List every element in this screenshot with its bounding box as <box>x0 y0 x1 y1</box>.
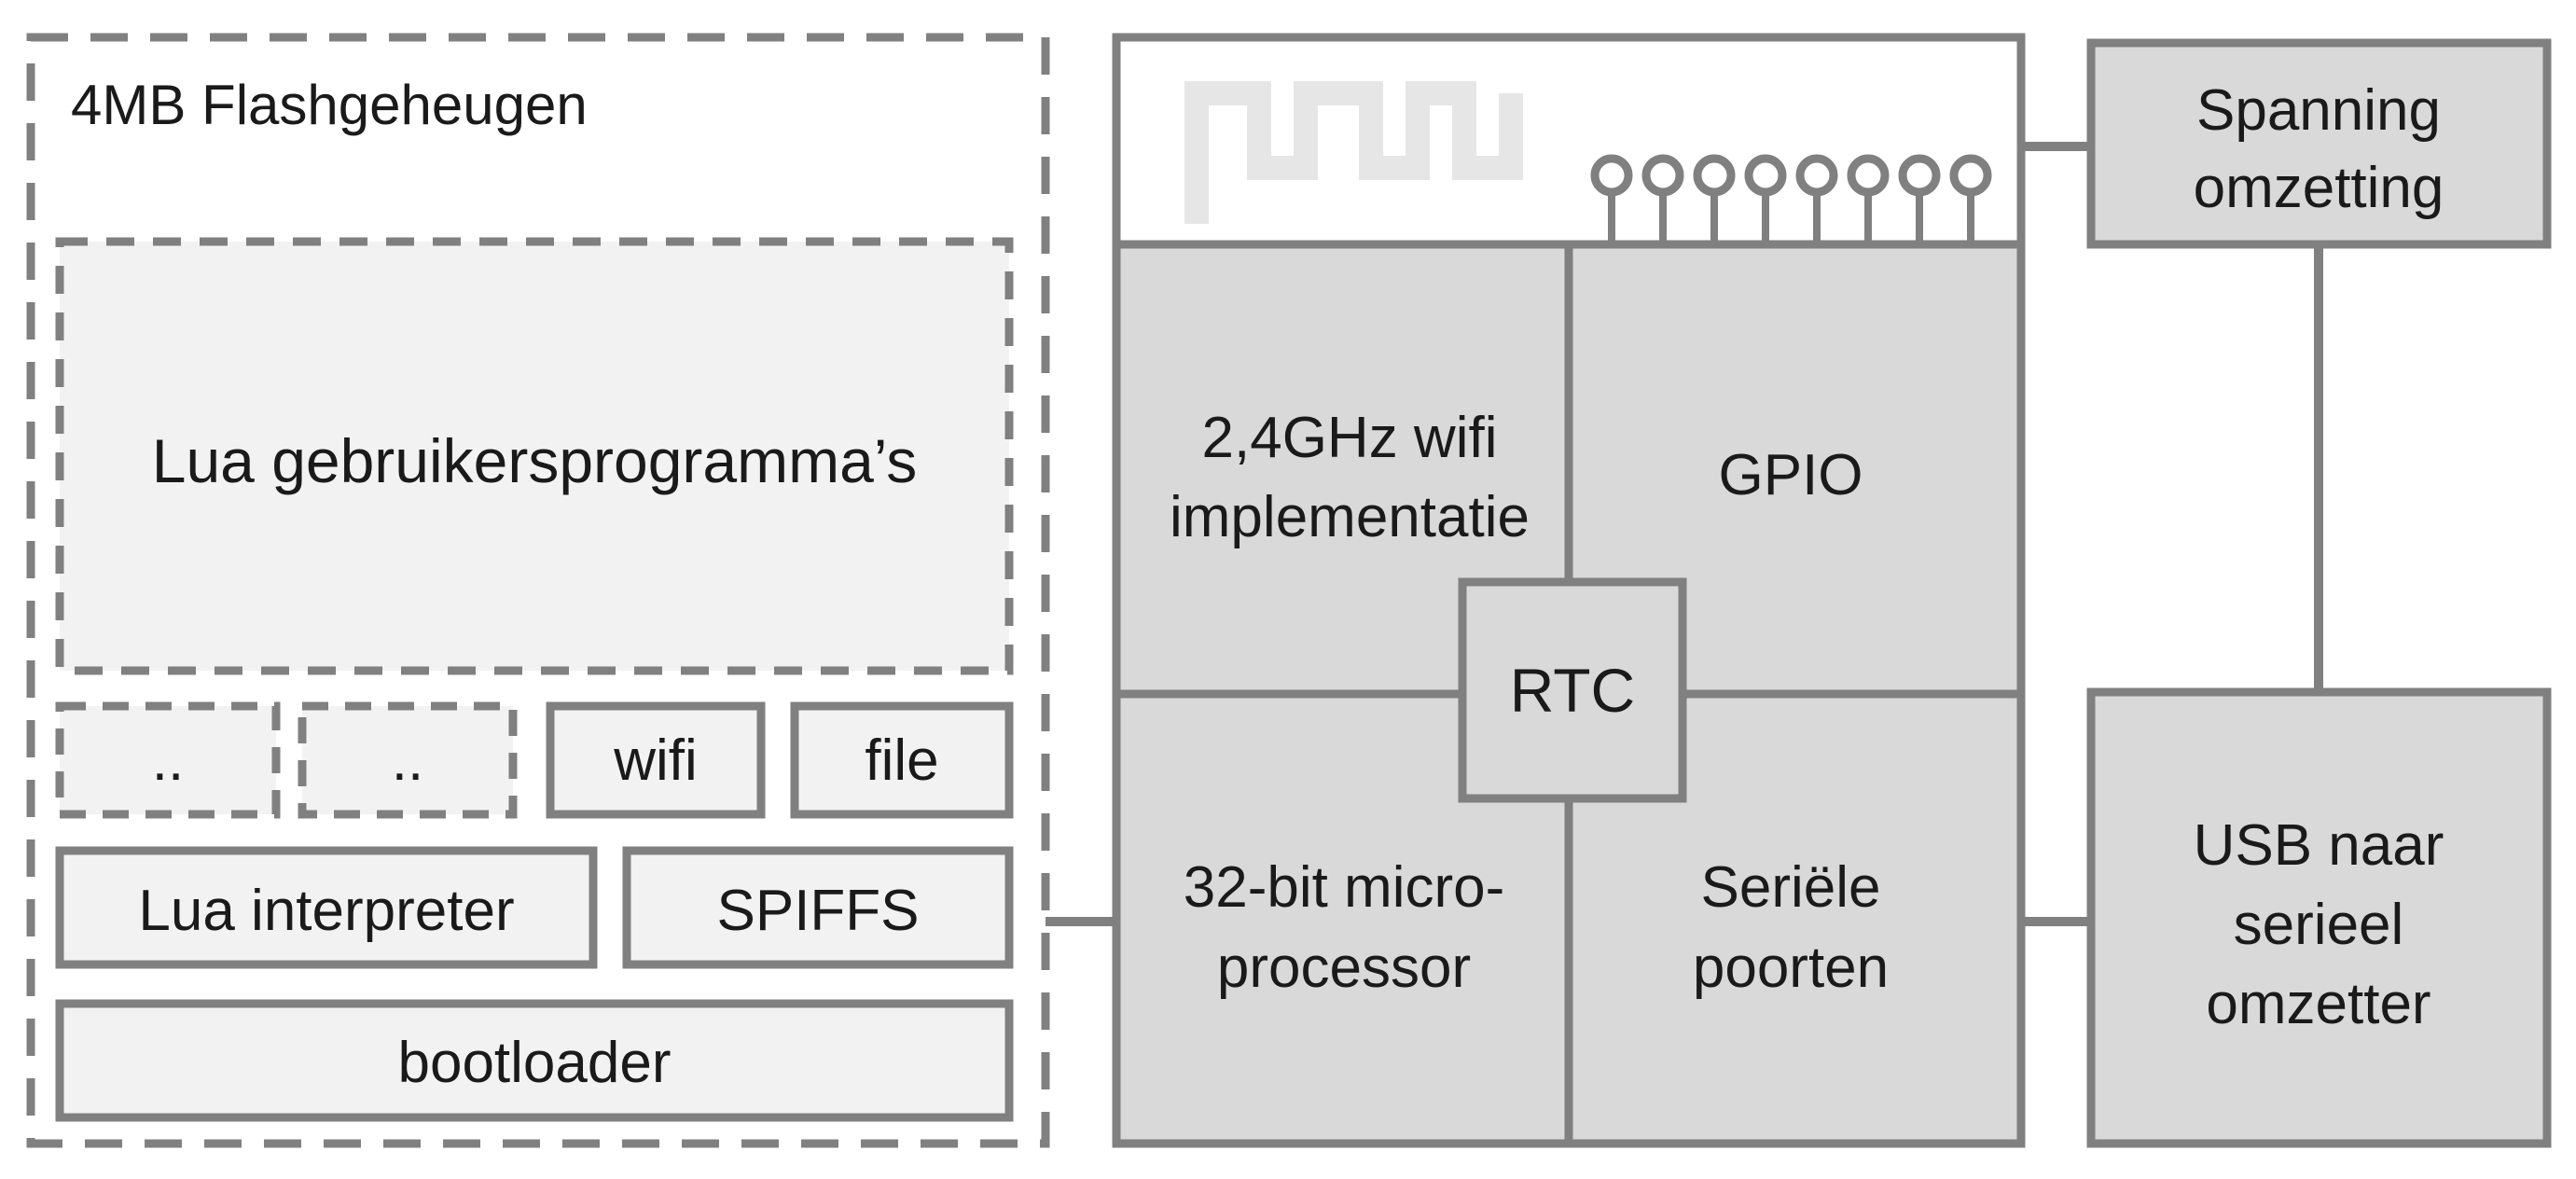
user-programs-label: Lua gebruikersprogramma’s <box>152 426 918 495</box>
spiffs-label: SPIFFS <box>716 879 919 943</box>
usb-serial-label-1: USB naar <box>2194 813 2444 878</box>
wifi-module-label: wifi <box>613 728 698 793</box>
power-conversion-label-1: Spanning <box>2196 78 2441 143</box>
module-placeholder-label-2: .. <box>392 728 423 793</box>
usb-serial-group: USB naar serieel omzetter <box>2086 687 2552 1148</box>
power-conversion-label-2: omzetting <box>2194 156 2444 220</box>
bootloader-label: bootloader <box>397 1031 671 1095</box>
module-placeholder-box-2 <box>298 701 518 819</box>
header-pins-icon <box>1590 154 1992 244</box>
header-pin <box>1641 154 1684 197</box>
flash-memory-group: 4MB Flashgeheugen Lua gebruikersprogramm… <box>26 33 1050 1148</box>
file-module-label: file <box>865 728 938 793</box>
wifi-implementation-label-1: 2,4GHz wifi <box>1202 406 1498 470</box>
lua-interpreter-box <box>55 846 598 969</box>
header-pin <box>1693 154 1736 197</box>
bootloader-box <box>55 999 1014 1122</box>
gpio-label: GPIO <box>1718 443 1863 507</box>
pcb-antenna-icon <box>1184 81 1523 224</box>
microprocessor-label-2: processor <box>1217 936 1471 1000</box>
microprocessor-label-1: 32-bit micro- <box>1184 855 1505 920</box>
serial-ports-label-2: poorten <box>1693 936 1889 1000</box>
usb-serial-label-2: serieel <box>2234 893 2404 957</box>
header-pin <box>1744 154 1787 197</box>
module-placeholder-box-1 <box>55 701 281 819</box>
wifi-implementation-label-2: implementatie <box>1170 485 1530 549</box>
file-module-box <box>790 701 1014 819</box>
serial-ports-label-1: Seriële <box>1701 855 1881 920</box>
flash-memory-title: 4MB Flashgeheugen <box>71 74 588 136</box>
chip-group: 2,4GHz wifi implementatie GPIO 32-bit mi… <box>1112 33 2026 1148</box>
connectors <box>1046 142 2323 926</box>
module-placeholder-label-1: .. <box>152 728 184 793</box>
header-pin <box>1949 154 1992 197</box>
header-pin <box>1847 154 1890 197</box>
lua-interpreter-label: Lua interpreter <box>138 879 514 943</box>
power-conversion-block <box>2086 38 2552 249</box>
rtc-label: RTC <box>1510 656 1635 725</box>
header-pin <box>1795 154 1838 197</box>
usb-serial-label-3: omzetter <box>2206 972 2431 1036</box>
power-conversion-group: Spanning omzetting <box>2086 38 2552 249</box>
header-pin <box>1590 154 1633 197</box>
spiffs-box <box>622 846 1014 969</box>
wifi-module-box <box>546 701 766 819</box>
rtc-block <box>1458 577 1687 803</box>
usb-serial-block <box>2086 687 2552 1148</box>
header-pin <box>1898 154 1941 197</box>
user-programs-box <box>55 237 1014 675</box>
